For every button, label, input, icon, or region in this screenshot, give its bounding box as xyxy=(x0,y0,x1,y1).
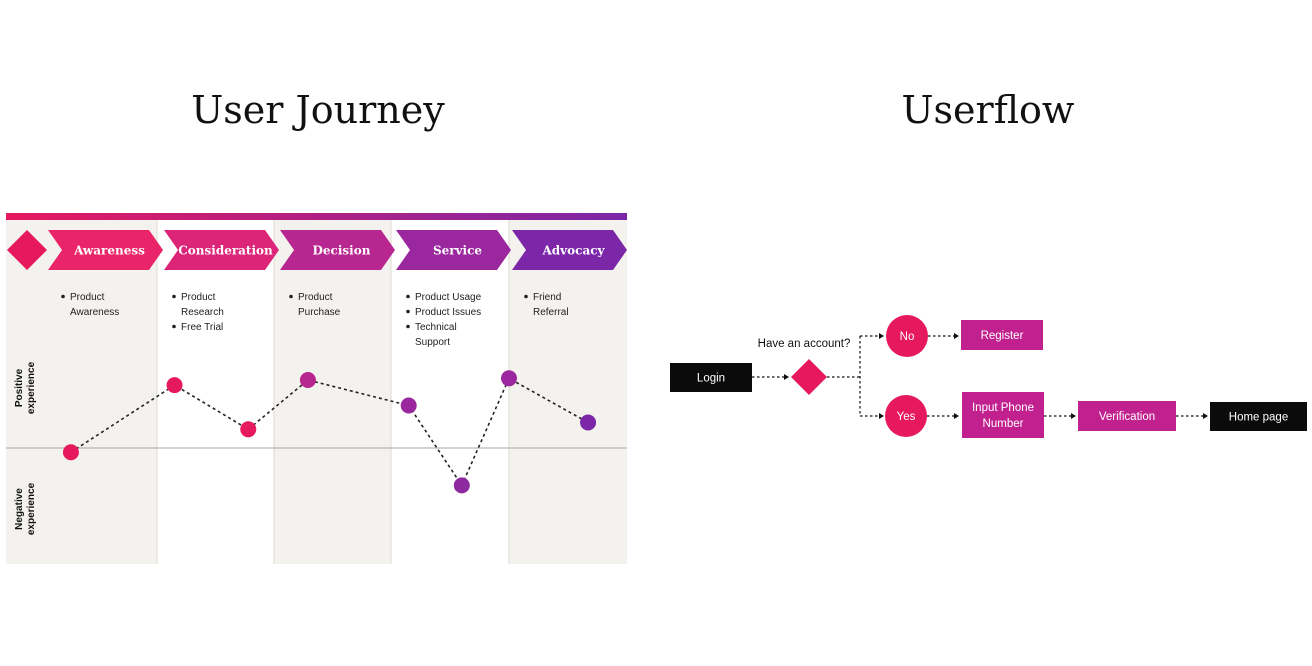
home-page-box xyxy=(1210,402,1307,431)
bullet-text: Friend xyxy=(533,292,561,303)
bullet-dot xyxy=(172,324,176,329)
input-phone-box-label: Input Phone xyxy=(972,402,1034,414)
journey-title: User Journey xyxy=(191,88,445,132)
bullet-text: Product xyxy=(181,292,216,303)
start-diamond-icon xyxy=(7,230,47,270)
axis-label-line: experience xyxy=(26,361,37,414)
stage-chevron-consideration xyxy=(164,230,279,270)
bullet-text: Product Issues xyxy=(415,307,481,318)
bullet-text: Support xyxy=(415,337,450,348)
bullet-text: Referral xyxy=(533,307,569,318)
experience-point xyxy=(453,477,470,494)
experience-point xyxy=(501,370,517,387)
verification-box-label: Verification xyxy=(1099,411,1155,423)
experience-point xyxy=(166,377,183,394)
bullet-dot xyxy=(289,294,293,299)
user-journey-diagram: AwarenessProductAwarenessConsiderationPr… xyxy=(6,213,627,564)
stage-column-bg xyxy=(509,220,627,564)
stage-column-bg xyxy=(391,220,509,564)
home-page-box-label: Home page xyxy=(1229,412,1288,424)
bullet-text: Research xyxy=(181,307,224,318)
arrowhead-icon xyxy=(879,333,884,339)
no-label: No xyxy=(900,331,915,343)
stage-chevron-service xyxy=(396,230,511,270)
experience-point xyxy=(299,372,316,388)
bullet-dot xyxy=(406,294,410,299)
decision-question: Have an account? xyxy=(758,338,851,350)
axis-label-line: Negative xyxy=(14,488,25,530)
register-box-label: Register xyxy=(981,330,1024,342)
stage-chevron-advocacy xyxy=(512,230,627,270)
arrowhead-icon xyxy=(1203,413,1208,419)
journey-top-bar xyxy=(6,213,627,220)
axis-label-line: experience xyxy=(26,482,37,535)
arrowhead-icon xyxy=(954,333,959,339)
input-phone-box xyxy=(962,392,1044,438)
login-box-label: Login xyxy=(697,373,725,385)
stage-label: Advocacy xyxy=(541,244,605,258)
bullet-text: Product xyxy=(298,292,333,303)
arrowhead-icon xyxy=(1071,413,1076,419)
stage-chevron-awareness xyxy=(48,230,163,270)
input-phone-box-label: Number xyxy=(983,418,1024,430)
arrowhead-icon xyxy=(879,413,884,419)
stage-label: Consideration xyxy=(178,244,273,258)
experience-point xyxy=(62,444,79,461)
bullet-text: Awareness xyxy=(70,307,119,318)
bullet-dot xyxy=(61,294,65,299)
userflow-title: Userflow xyxy=(901,88,1075,132)
bullet-dot xyxy=(524,294,528,299)
register-box xyxy=(961,320,1043,350)
no-circle xyxy=(886,315,928,357)
experience-point xyxy=(400,397,417,414)
bullet-text: Product Usage xyxy=(415,292,482,303)
bullet-text: Technical xyxy=(415,322,457,333)
yes-circle xyxy=(885,395,927,437)
stage-column-bg xyxy=(6,220,157,564)
bullet-text: Purchase xyxy=(298,307,341,318)
bullet-dot xyxy=(406,309,410,314)
verification-box xyxy=(1078,401,1176,431)
decision-diamond-icon xyxy=(791,359,827,395)
arrowhead-icon xyxy=(954,413,959,419)
stage-chevron-decision xyxy=(280,230,395,270)
axis-label-line: Positive xyxy=(14,368,25,407)
bullet-dot xyxy=(406,324,410,329)
bullet-text: Product xyxy=(70,292,105,303)
experience-line xyxy=(70,377,589,488)
experience-point xyxy=(240,421,257,438)
yes-label: Yes xyxy=(897,411,916,423)
stage-label: Decision xyxy=(313,244,371,258)
stage-label: Service xyxy=(433,244,482,258)
bullet-text: Free Trial xyxy=(181,322,223,333)
bullet-dot xyxy=(172,294,176,299)
stage-label: Awareness xyxy=(73,244,145,258)
arrowhead-icon xyxy=(784,374,789,380)
login-box xyxy=(670,363,752,392)
stage-column-bg xyxy=(274,220,391,564)
experience-point xyxy=(580,414,597,431)
